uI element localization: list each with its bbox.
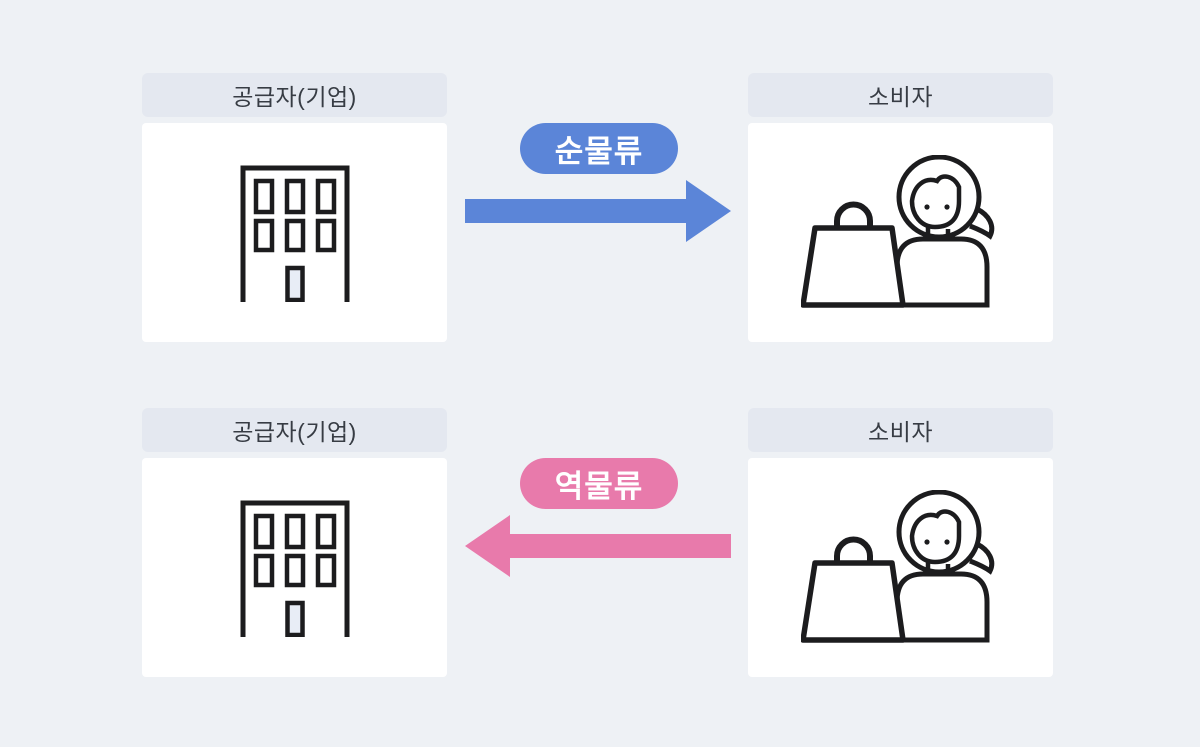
forward-logistics-row: 공급자(기업) 순물류	[0, 73, 1200, 342]
right-arrow-icon	[465, 180, 731, 242]
consumer-card: 소비자	[748, 408, 1053, 677]
supplier-card-header: 공급자(기업)	[142, 73, 447, 117]
reverse-logistics-row: 공급자(기업) 역물류	[0, 408, 1200, 677]
consumer-card-body	[748, 458, 1053, 677]
forward-flow-label: 순물류	[554, 134, 644, 169]
supplier-card: 공급자(기업)	[142, 73, 447, 342]
woman-with-shopping-bag-icon	[800, 155, 994, 308]
supplier-card-header: 공급자(기업)	[142, 408, 447, 452]
supplier-card: 공급자(기업)	[142, 408, 447, 677]
woman-with-shopping-bag-icon	[800, 490, 994, 643]
consumer-card-header: 소비자	[748, 408, 1053, 452]
reverse-flow: 역물류	[447, 408, 748, 677]
building-icon	[240, 165, 349, 302]
building-icon	[240, 500, 349, 637]
supplier-card-title: 공급자(기업)	[232, 84, 357, 110]
consumer-card-header: 소비자	[748, 73, 1053, 117]
supplier-card-body	[142, 123, 447, 342]
forward-flow: 순물류	[447, 73, 748, 342]
supplier-card-title: 공급자(기업)	[232, 419, 357, 445]
reverse-flow-label-pill: 역물류	[520, 458, 678, 509]
reverse-flow-label: 역물류	[554, 469, 644, 504]
supplier-card-body	[142, 458, 447, 677]
consumer-card-title: 소비자	[868, 419, 933, 445]
consumer-card-title: 소비자	[868, 84, 933, 110]
consumer-card-body	[748, 123, 1053, 342]
forward-flow-label-pill: 순물류	[520, 123, 678, 174]
left-arrow-icon	[465, 515, 731, 577]
consumer-card: 소비자	[748, 73, 1053, 342]
